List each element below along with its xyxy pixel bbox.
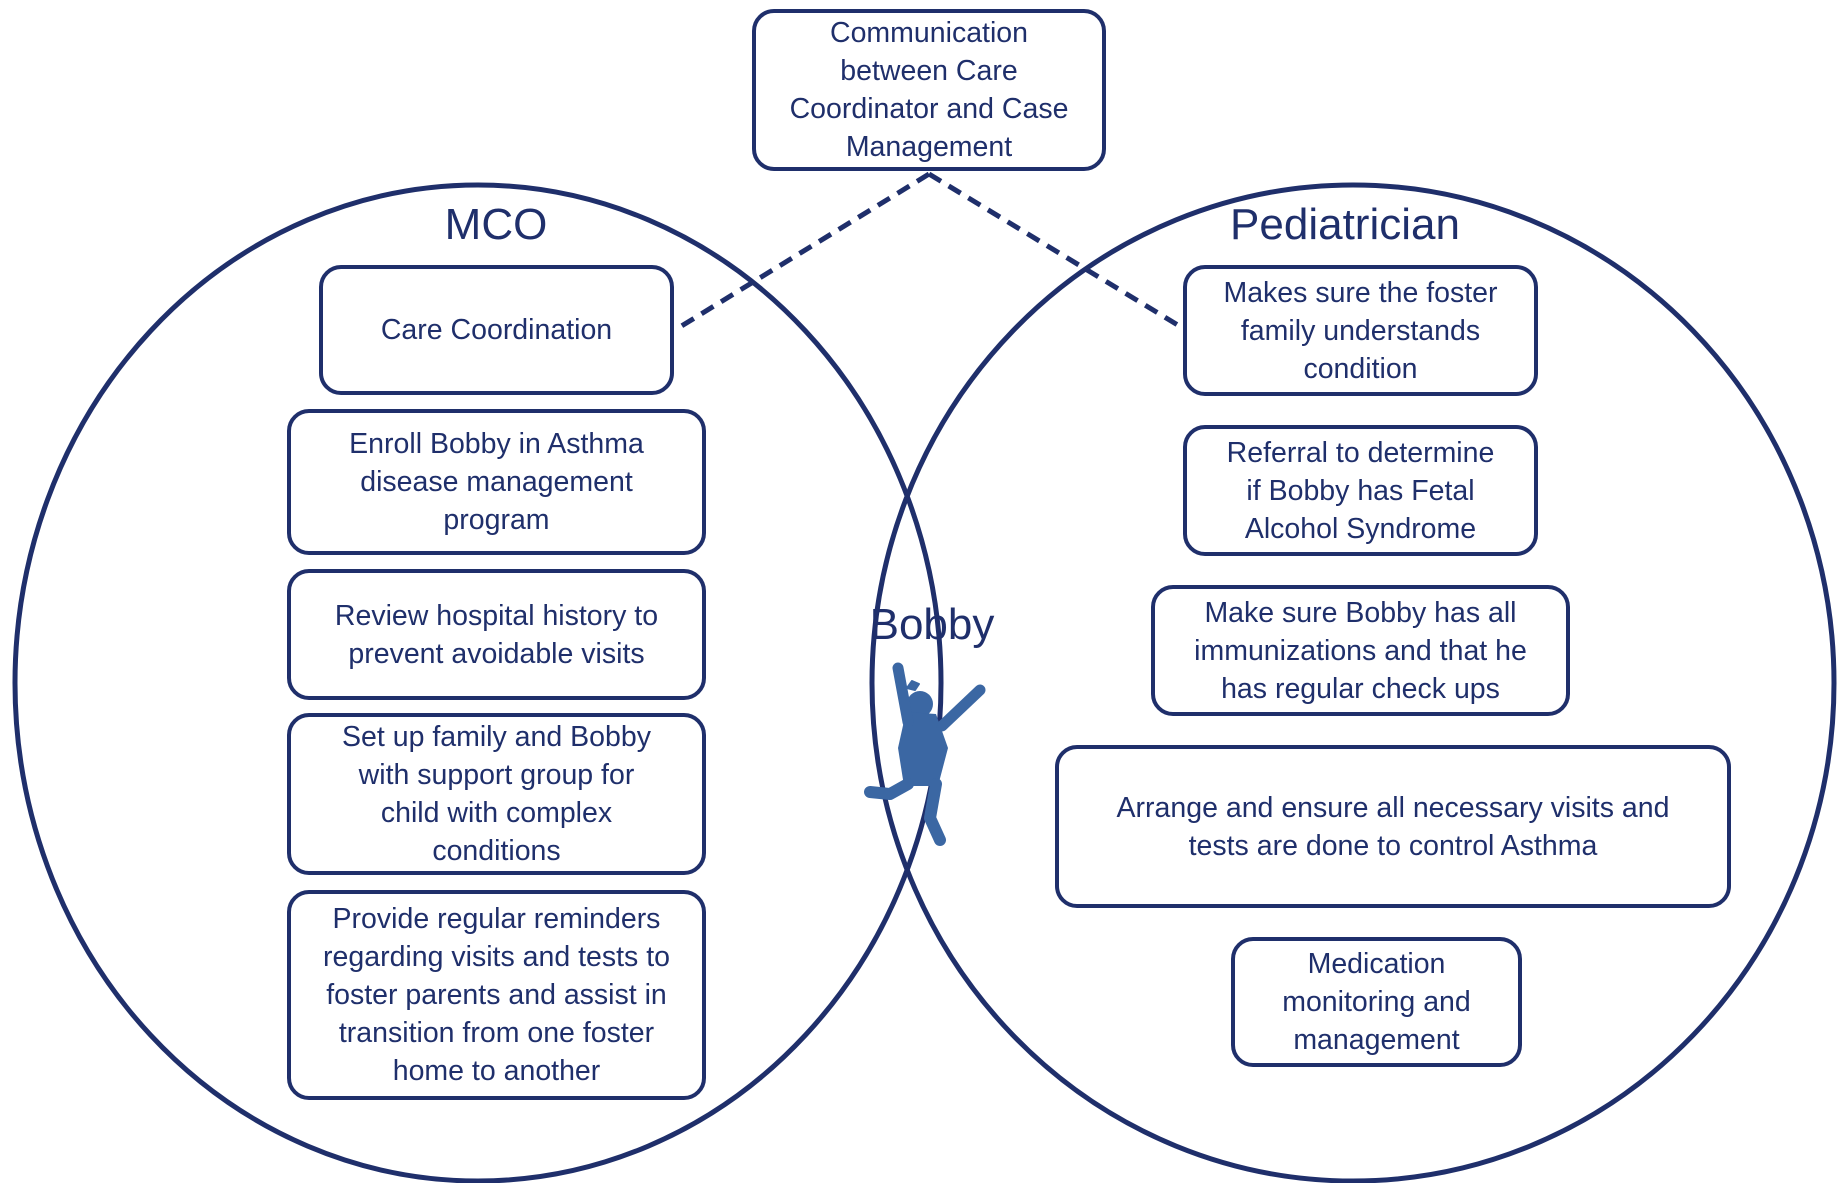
pediatrician-item-text: Makes sure the foster family understands… bbox=[1223, 276, 1498, 385]
mco-item-regular-reminders: Provide regular reminders regarding visi… bbox=[287, 890, 706, 1100]
mco-item-text: Care Coordination bbox=[380, 314, 613, 346]
mco-item-text: Review hospital history to prevent avoid… bbox=[334, 599, 659, 670]
pediatrician-item-fas-referral: Referral to determine if Bobby has Fetal… bbox=[1183, 425, 1538, 556]
pediatrician-item-text: Referral to determine if Bobby has Fetal… bbox=[1226, 436, 1495, 545]
pediatrician-item-text: Arrange and ensure all necessary visits … bbox=[1116, 791, 1670, 862]
mco-item-text: Enroll Bobby in Asthma disease managemen… bbox=[349, 428, 644, 536]
mco-item-support-group: Set up family and Bobby with support gro… bbox=[287, 713, 706, 875]
mco-circle bbox=[12, 182, 944, 1183]
mco-item-review-hospital-history: Review hospital history to prevent avoid… bbox=[287, 569, 706, 700]
mco-item-care-coordination: Care Coordination bbox=[319, 265, 674, 395]
pediatrician-circle bbox=[869, 182, 1837, 1183]
mco-item-text: Provide regular reminders regarding visi… bbox=[323, 903, 670, 1087]
mco-title: MCO bbox=[444, 200, 548, 249]
pediatrician-item-text: Make sure Bobby has all immunizations an… bbox=[1194, 596, 1527, 705]
dashed-connector-right bbox=[927, 171, 1188, 333]
mco-item-text: Set up family and Bobby with support gro… bbox=[342, 721, 651, 867]
jumping-child-icon bbox=[864, 662, 986, 846]
communication-box: Communication between Care Coordinator a… bbox=[752, 9, 1106, 171]
pediatrician-item-text: Medication monitoring and management bbox=[1282, 948, 1471, 1056]
pediatrician-title: Pediatrician bbox=[1230, 200, 1460, 249]
pediatrician-item-foster-family-understands: Makes sure the foster family understands… bbox=[1183, 265, 1538, 396]
communication-box-text: Communication between Care Coordinator a… bbox=[789, 17, 1069, 163]
dashed-connector-left bbox=[673, 171, 931, 333]
pediatrician-item-medication-monitoring: Medication monitoring and management bbox=[1231, 937, 1522, 1067]
center-label: Bobby bbox=[869, 600, 995, 649]
pediatrician-item-asthma-visits-tests: Arrange and ensure all necessary visits … bbox=[1055, 745, 1731, 908]
pediatrician-item-immunizations: Make sure Bobby has all immunizations an… bbox=[1151, 585, 1570, 716]
mco-item-enroll-asthma-program: Enroll Bobby in Asthma disease managemen… bbox=[287, 409, 706, 555]
